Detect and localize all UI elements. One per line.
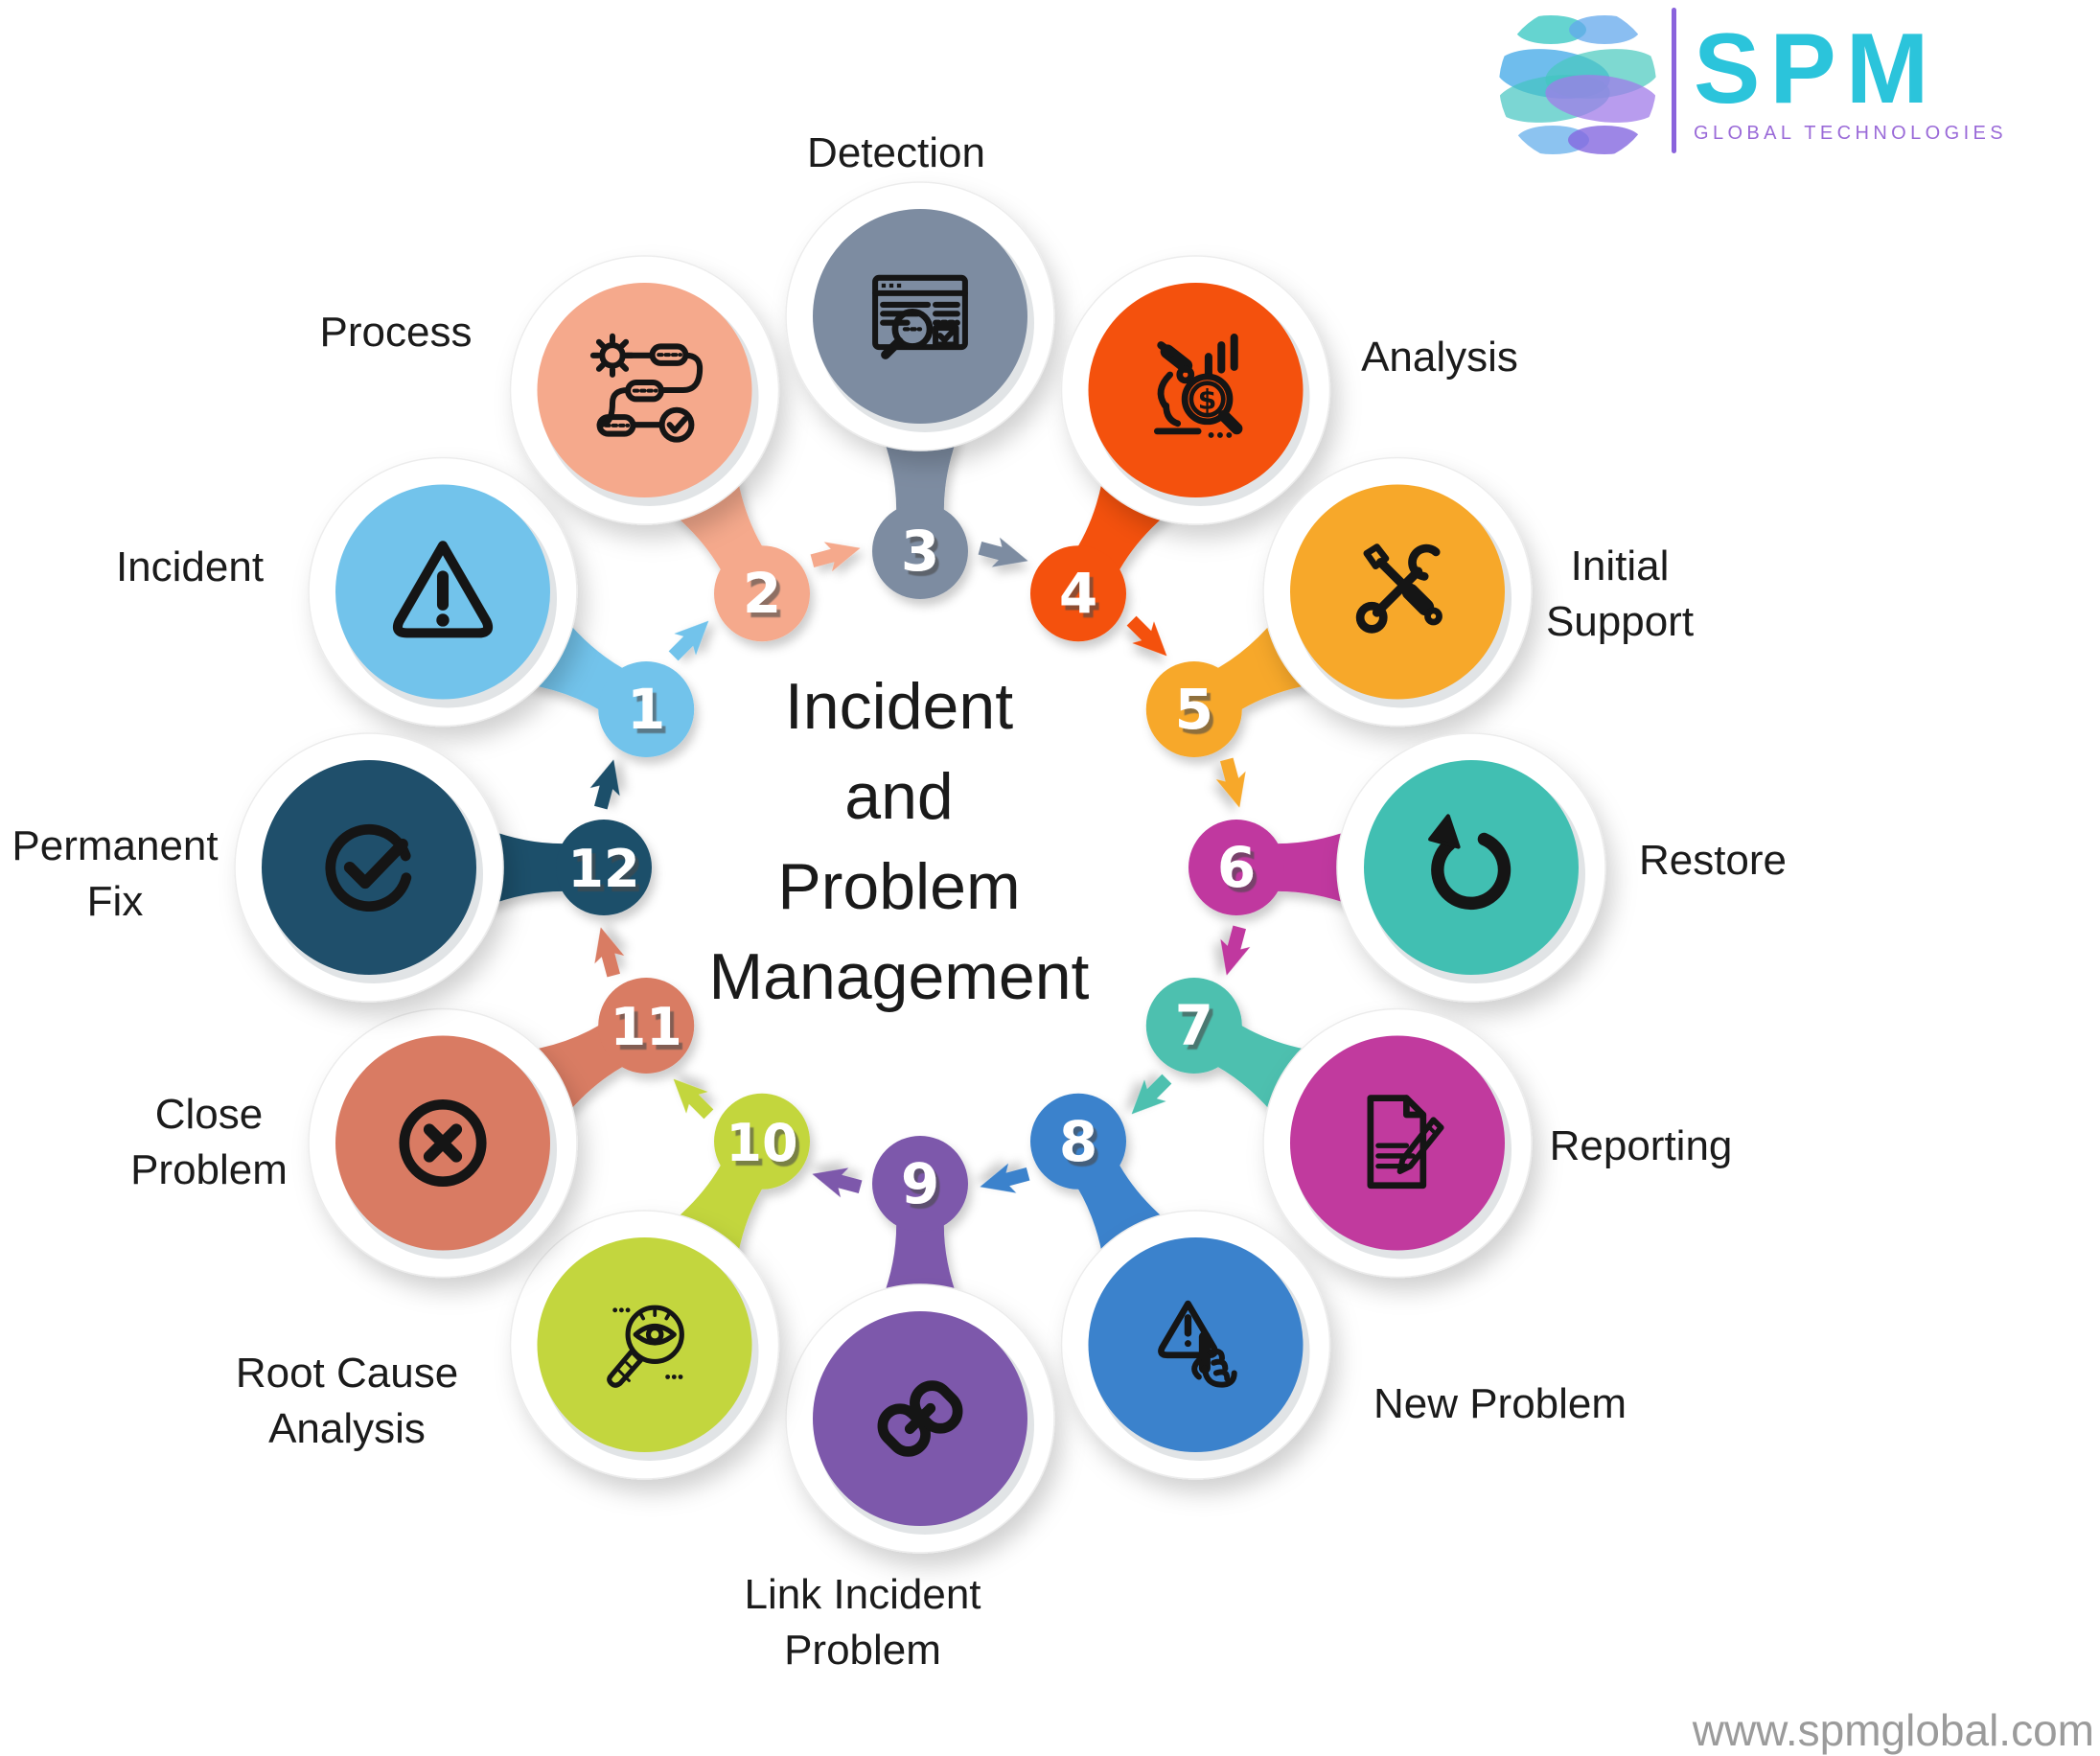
flow-arrow-icon [978, 537, 1028, 567]
step-circle-root-cause-analysis [509, 1210, 780, 1480]
step-circle-link-incident-problem [785, 1283, 1055, 1554]
step-circle-permanent-fix [234, 732, 504, 1003]
step-label: Restore [1639, 833, 1787, 889]
step-label-line: Process [319, 309, 473, 356]
step-number: 8 [1059, 1109, 1097, 1174]
chain-link-icon [877, 1380, 963, 1457]
spm-logo: SPM GLOBAL TECHNOLOGIES [1497, 4, 2007, 165]
step-label-line: Permanent [12, 822, 219, 869]
step-number: 9 [901, 1151, 939, 1216]
logo-sphere-icon [1499, 6, 1656, 163]
step-circle-close-problem [308, 1007, 578, 1279]
step-label-line: Problem [130, 1146, 288, 1193]
diagram-title: Incident and Problem Management [709, 661, 1090, 1022]
step-label: Process [320, 305, 473, 360]
step-label-line: Analysis [268, 1405, 426, 1452]
flow-arrow-icon [668, 620, 709, 661]
flow-arrow-icon [1220, 925, 1251, 976]
eye-magnifier-icon [607, 1305, 684, 1388]
step-label: Reporting [1550, 1119, 1733, 1174]
step-label-line: Reporting [1549, 1122, 1733, 1169]
report-pencil-icon [1367, 1095, 1444, 1190]
step-circle-restore [1336, 732, 1606, 1003]
step-number: 12 [567, 839, 639, 899]
step-connector [872, 434, 968, 599]
step-label-line: Restore [1638, 837, 1788, 884]
check-circle-icon [325, 823, 412, 913]
step-circle-new-problem [1060, 1210, 1331, 1480]
step-label-line: Fix [86, 878, 144, 925]
step-label-line: Support [1545, 598, 1695, 645]
flow-arrow-icon [1126, 615, 1167, 657]
step-number: 7 [1175, 993, 1213, 1058]
step-number: 11 [611, 997, 682, 1057]
step-connector [1188, 820, 1353, 915]
step-label-line: New Problem [1373, 1380, 1627, 1427]
restore-arrow-icon [1428, 814, 1512, 911]
step-label: Analysis [1361, 330, 1518, 385]
step-circle-reporting [1262, 1007, 1533, 1279]
step-circle-process [509, 255, 780, 525]
step-label-line: Problem [784, 1627, 941, 1674]
step-label-line: Analysis [1361, 334, 1518, 381]
flow-arrow-icon [1131, 1074, 1172, 1115]
step-circle-detection [785, 181, 1055, 451]
website-url: www.spmglobal.com [1692, 1705, 2094, 1755]
title-line: Management [708, 940, 1090, 1013]
step-label-line: Root Cause [235, 1350, 459, 1397]
flow-arrow-icon [673, 1078, 714, 1120]
step-label: Detection [807, 126, 985, 181]
cross-circle-icon [399, 1098, 487, 1188]
logo-name: SPM [1694, 13, 1939, 125]
flow-arrow-icon [589, 759, 620, 810]
process-workflow-icon [589, 333, 704, 443]
flow-arrow-icon [980, 1163, 1030, 1193]
step-label: New Problem [1373, 1376, 1627, 1432]
step-number: 6 [1217, 835, 1256, 900]
tools-icon [1355, 543, 1442, 634]
financial-analysis-icon: $ [1153, 334, 1243, 438]
browser-search-icon [872, 274, 968, 359]
flow-arrow-icon [594, 927, 625, 978]
step-number: 10 [726, 1113, 797, 1173]
logo-tagline: GLOBAL TECHNOLOGIES [1694, 123, 2008, 144]
title-line: Problem [777, 850, 1021, 923]
flow-arrow-icon [812, 1167, 863, 1198]
logo-text: SPM GLOBAL TECHNOLOGIES [1694, 4, 2007, 145]
flow-arrow-icon [810, 542, 861, 572]
step-label-line: Link Incident [744, 1571, 981, 1618]
title-line: and [844, 760, 954, 833]
step-number: 3 [901, 519, 939, 584]
step-number: 2 [743, 561, 781, 626]
alert-tap-icon [1158, 1300, 1237, 1388]
step-label-line: Initial [1570, 543, 1670, 589]
step-number: 1 [627, 677, 665, 742]
step-circle-analysis: $ [1060, 255, 1331, 525]
step-label-line: Close [154, 1091, 264, 1138]
warning-triangle-icon [392, 541, 494, 638]
step-circle-incident [308, 456, 578, 728]
step-number: 4 [1059, 561, 1097, 626]
step-label: Incident [116, 540, 264, 595]
step-number: 5 [1175, 677, 1213, 742]
step-label-line: Detection [807, 129, 985, 176]
flow-arrow-icon [1215, 757, 1246, 808]
step-connector [487, 820, 652, 915]
step-circle-initial-support [1262, 456, 1533, 728]
step-connector [872, 1136, 968, 1301]
step-label-line: Incident [115, 543, 265, 590]
logo-divider [1672, 8, 1676, 153]
svg-text:$: $ [1198, 383, 1217, 415]
title-line: Incident [784, 670, 1014, 743]
